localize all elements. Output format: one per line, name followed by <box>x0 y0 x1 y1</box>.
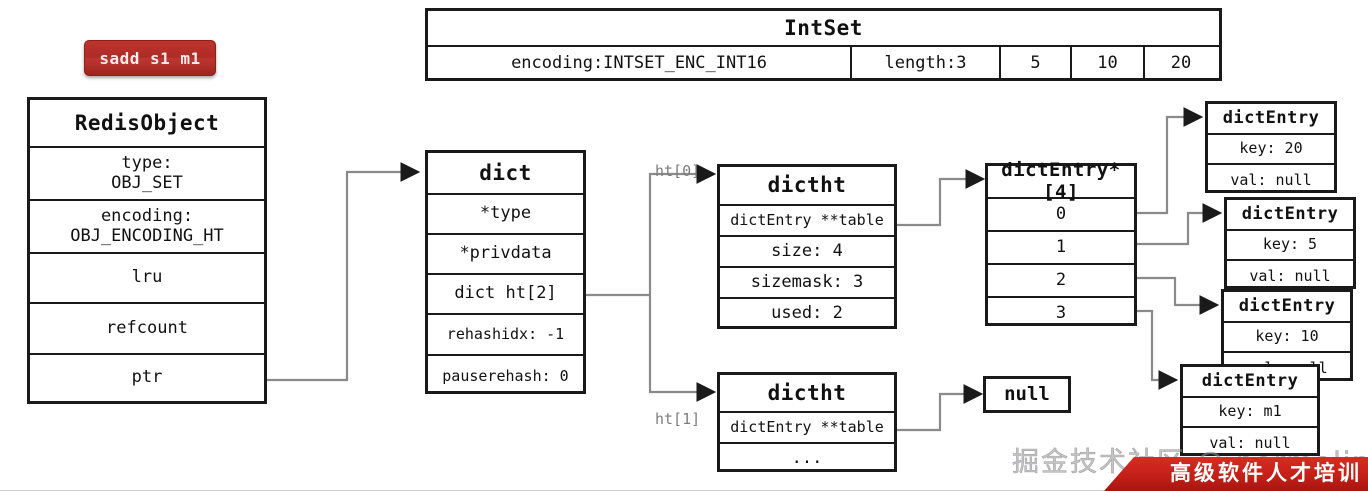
dict-entry-3-val: val: null <box>1209 433 1291 452</box>
dictht0-title: dictht <box>720 167 894 206</box>
dict-type: *type <box>428 195 583 235</box>
bucket-row-0: 0 <box>988 199 1134 232</box>
redis-object-lru: lru <box>30 254 264 304</box>
ht0-connector-label: ht[0] <box>655 162 701 180</box>
redis-object-title: RedisObject <box>30 100 264 148</box>
ribbon-text: 高级软件人才培训 <box>1170 461 1362 485</box>
bucket-row-3: 3 <box>1055 302 1067 323</box>
dict-entry-1-title: dictEntry <box>1227 200 1353 231</box>
dictht1-ellipsis: ... <box>791 447 823 468</box>
intset-title: IntSet <box>428 11 1219 47</box>
dictht0-table: dictEntry **table <box>720 206 894 237</box>
dict-entry-3-key: key: m1 <box>1183 398 1317 428</box>
null-box: null <box>983 376 1071 413</box>
dict-entry-1-key: key: 5 <box>1227 231 1353 261</box>
dict-entry-3-title: dictEntry <box>1183 367 1317 398</box>
ribbon-shape <box>1104 457 1368 491</box>
redis-object-refcount: refcount <box>30 304 264 355</box>
bucket-array-title: dictEntry*[4] <box>988 159 1134 202</box>
dict-entry-0-key: key: 20 <box>1208 135 1334 165</box>
dict-entry-3: dictEntry key: m1 val: null <box>1180 364 1320 456</box>
dictht1-box: dictht dictEntry **table ... <box>717 372 897 472</box>
command-badge: sadd s1 m1 <box>84 40 216 76</box>
intset-encoding: encoding:INTSET_ENC_INT16 <box>428 47 852 81</box>
intset-value-2: 20 <box>1170 53 1192 74</box>
dict-entry-2-key: key: 10 <box>1224 323 1350 353</box>
dict-privdata: *privdata <box>428 235 583 275</box>
ht1-connector-label: ht[1] <box>655 410 701 428</box>
dict-entry-1-val: val: null <box>1249 266 1331 285</box>
dictht1-table: dictEntry **table <box>720 413 894 444</box>
dict-entry-0: dictEntry key: 20 val: null <box>1205 101 1337 193</box>
redis-object-ptr: ptr <box>131 367 163 388</box>
intset-value-0: 5 <box>1001 47 1072 81</box>
dictht0-used: used: 2 <box>771 303 843 324</box>
dict-entry-1: dictEntry key: 5 val: null <box>1224 197 1356 289</box>
dictht0-box: dictht dictEntry **table size: 4 sizemas… <box>717 164 897 329</box>
dict-entry-0-val: val: null <box>1230 170 1312 189</box>
bottom-ribbon <box>1068 457 1368 491</box>
dict-ht: dict ht[2] <box>428 275 583 315</box>
dict-title: dict <box>428 153 583 195</box>
intset-value-1: 10 <box>1072 47 1145 81</box>
dictht1-title: dictht <box>720 375 894 413</box>
redis-object-type: type: OBJ_SET <box>30 148 264 201</box>
dict-entry-0-title: dictEntry <box>1208 104 1334 135</box>
bucket-array-box: dictEntry*[4] 0 1 2 3 <box>985 159 1137 326</box>
null-label: null <box>1004 382 1050 405</box>
intset-box: IntSet encoding:INTSET_ENC_INT16 length:… <box>425 8 1222 81</box>
dictht0-size: size: 4 <box>720 237 894 268</box>
bucket-row-1: 1 <box>988 232 1134 265</box>
dict-box: dict *type *privdata dict ht[2] rehashid… <box>425 150 586 394</box>
redis-object-box: RedisObject type: OBJ_SET encoding: OBJ_… <box>27 97 267 404</box>
dict-rehashidx: rehashidx: -1 <box>428 315 583 356</box>
redis-object-encoding: encoding: OBJ_ENCODING_HT <box>30 201 264 254</box>
dictht0-sizemask: sizemask: 3 <box>720 268 894 299</box>
bucket-row-2: 2 <box>988 265 1134 298</box>
intset-length: length:3 <box>852 47 1001 81</box>
dict-entry-2-title: dictEntry <box>1224 292 1350 323</box>
dict-pauserehash: pauserehash: 0 <box>442 366 569 385</box>
